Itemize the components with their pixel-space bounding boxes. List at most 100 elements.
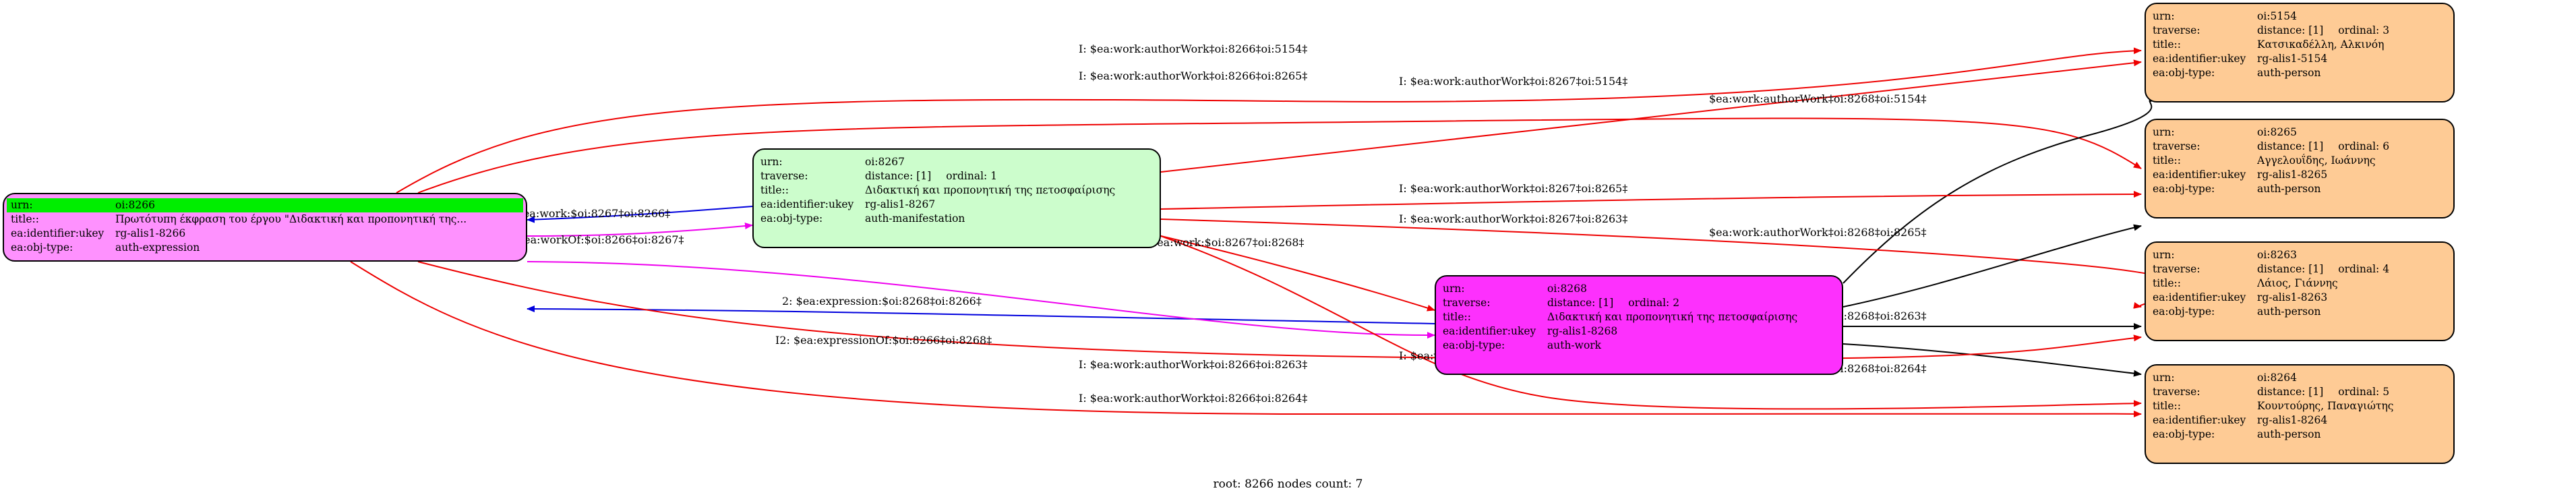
- objtype-value: auth-person: [2257, 183, 2321, 195]
- distance-value: distance: [1]: [2257, 263, 2324, 275]
- urn-value: oi:8264: [2257, 372, 2297, 384]
- title-value: Διδακτική και προπονητική της πετοσφαίρι…: [865, 184, 1116, 196]
- key-label: traverse:: [2153, 140, 2200, 152]
- edge-label: $ea:work:authorWork‡oi:8268‡oi:8265‡: [1709, 226, 1927, 239]
- node-8268[interactable]: urn: oi:8268 traverse: distance: [1] ordina…: [1435, 275, 1843, 375]
- key-label: ea:obj-type:: [2153, 305, 2215, 318]
- ukey-value: rg-alis1-8268: [1547, 325, 1618, 337]
- edge-root-8268: [527, 261, 1435, 339]
- key-label: ea:obj-type:: [1443, 339, 1505, 351]
- ukey-value: rg-alis1-8266: [115, 227, 186, 239]
- edge-label: $ea:work:authorWork‡oi:8268‡oi:5154‡: [1709, 92, 1927, 105]
- node-8264[interactable]: urn: oi:8264 traverse: distance: [1] ordina…: [2145, 364, 2455, 464]
- key-label: title::: [2153, 400, 2181, 412]
- key-label: ea:obj-type:: [760, 212, 823, 225]
- urn-value: oi:8267: [865, 156, 905, 168]
- node-8265[interactable]: urn: oi:8265 traverse: distance: [1] ordina…: [2145, 119, 2455, 218]
- objtype-value: auth-work: [1547, 339, 1602, 351]
- key-label: traverse:: [2153, 263, 2200, 275]
- key-label: urn:: [760, 156, 783, 168]
- key-label: ea:identifier:ukey: [1443, 325, 1536, 337]
- urn-value: oi:8268: [1547, 283, 1587, 295]
- key-label: title::: [2153, 277, 2181, 289]
- edge-label: I: $ea:work:authorWork‡oi:8267‡oi:5154‡: [1399, 75, 1627, 88]
- key-label: traverse:: [760, 170, 808, 182]
- title-value: Διδακτική και προπονητική της πετοσφαίρι…: [1547, 311, 1798, 323]
- edge-root-5154: [396, 47, 2142, 194]
- key-label: ea:identifier:ukey: [2153, 291, 2246, 303]
- urn-value: oi:8265: [2257, 126, 2297, 138]
- node-urn-row: urn:oi:8266: [7, 198, 523, 212]
- edge-8267-8268: [1160, 235, 1435, 312]
- title-value: Κατσικαδέλλη, Αλκινόη: [2257, 38, 2385, 51]
- key-label: title::: [1443, 311, 1471, 323]
- edge-label: 2: $ea:work:$oi:8267‡oi:8266‡: [502, 207, 670, 220]
- edge-label: I: $ea:work:authorWork‡oi:8266‡oi:8264‡: [1079, 392, 1307, 405]
- edge-8268-root: [527, 305, 1435, 324]
- ordinal-value: ordinal: 6: [2338, 140, 2390, 152]
- key-label: title::: [2153, 154, 2181, 167]
- edge-8267-root: [527, 206, 753, 223]
- ukey-value: rg-alis1-8265: [2257, 169, 2328, 181]
- footer-caption: root: 8266 nodes count: 7: [1213, 477, 1363, 491]
- node-root-8266[interactable]: urn:oi:8266 title::Πρωτότυπη έκφραση του…: [3, 193, 527, 262]
- key-label: title::: [760, 184, 789, 196]
- distance-value: distance: [1]: [2257, 386, 2324, 398]
- key-label: title::: [2153, 38, 2181, 51]
- distance-value: distance: [1]: [2257, 24, 2324, 36]
- edge-8267-8264: [1160, 235, 2142, 410]
- ordinal-value: ordinal: 4: [2338, 263, 2390, 275]
- key-label: urn:: [2153, 10, 2175, 22]
- edge-label: I: $ea:work:authorWork‡oi:8266‡oi:8263‡: [1079, 358, 1307, 371]
- key-label: ea:obj-type:: [2153, 428, 2215, 440]
- edge-root-8263: [417, 261, 2142, 360]
- key-label: urn:: [2153, 249, 2175, 261]
- objtype-value: auth-person: [2257, 305, 2321, 318]
- key-label: ea:identifier:ukey: [2153, 169, 2246, 181]
- edge-label: I: $ea:work:authorWork‡oi:8267‡oi:8265‡: [1399, 182, 1627, 195]
- edge-8268-8264: [1843, 343, 2142, 377]
- key-label: ea:identifier:ukey: [2153, 414, 2246, 426]
- key-label: urn:: [2153, 372, 2175, 384]
- title-value: Πρωτότυπη έκφραση του έργου "Διδακτική κ…: [115, 213, 467, 225]
- objtype-value: auth-person: [2257, 67, 2321, 79]
- ordinal-value: ordinal: 1: [946, 170, 998, 182]
- key-label: ea:obj-type:: [2153, 183, 2215, 195]
- urn-value: oi:8263: [2257, 249, 2297, 261]
- urn-value: oi:5154: [2257, 10, 2297, 22]
- edge-8267-5154: [1160, 59, 2142, 173]
- edge-label: I: $ea:work:authorWork‡oi:8266‡oi:8265‡: [1079, 69, 1307, 82]
- edge-8268-8265: [1843, 224, 2142, 308]
- node-8267[interactable]: urn: oi:8267 traverse: distance: [1] ordina…: [752, 148, 1161, 248]
- key-label: urn:: [1443, 283, 1465, 295]
- edge-root-8265: [417, 117, 2142, 194]
- edge-label: I2: $ea:expressionOf:$oi:8266‡oi:8268‡: [775, 334, 992, 347]
- key-label: urn:: [2153, 126, 2175, 138]
- key-label: ea:identifier:ukey: [2153, 53, 2246, 65]
- distance-value: distance: [1]: [2257, 140, 2324, 152]
- edge-root-8264: [350, 261, 2142, 417]
- distance-value: distance: [1]: [1547, 297, 1614, 309]
- node-8263[interactable]: urn: oi:8263 traverse: distance: [1] ordina…: [2145, 241, 2455, 341]
- ordinal-value: ordinal: 5: [2338, 386, 2390, 398]
- key-label: ea:identifier:ukey: [11, 227, 104, 239]
- ukey-value: rg-alis1-8263: [2257, 291, 2328, 303]
- edge-label: 2: $ea:expression:$oi:8268‡oi:8266‡: [782, 295, 982, 308]
- ukey-value: rg-alis1-5154: [2257, 53, 2328, 65]
- key-label: ea:obj-type:: [11, 241, 73, 254]
- key-label: traverse:: [2153, 386, 2200, 398]
- key-label: ea:identifier:ukey: [760, 198, 854, 210]
- ukey-value: rg-alis1-8267: [865, 198, 936, 210]
- title-value: Αγγελουΐδης, Ιωάννης: [2257, 154, 2376, 167]
- distance-value: distance: [1]: [865, 170, 932, 182]
- node-5154[interactable]: urn:oi:5154 traverse:distance: [1]ordina…: [2145, 3, 2455, 103]
- objtype-value: auth-manifestation: [865, 212, 965, 225]
- key-label: ea:obj-type:: [2153, 67, 2215, 79]
- key-label: traverse:: [1443, 297, 1491, 309]
- title-value: Κουντούρης, Παναγιώτης: [2257, 400, 2394, 412]
- objtype-value: auth-person: [2257, 428, 2321, 440]
- ordinal-value: ordinal: 2: [1628, 297, 1680, 309]
- key-label: traverse:: [2153, 24, 2200, 36]
- edge-8267-8265: [1160, 191, 2142, 210]
- urn-value: oi:8266: [115, 199, 155, 211]
